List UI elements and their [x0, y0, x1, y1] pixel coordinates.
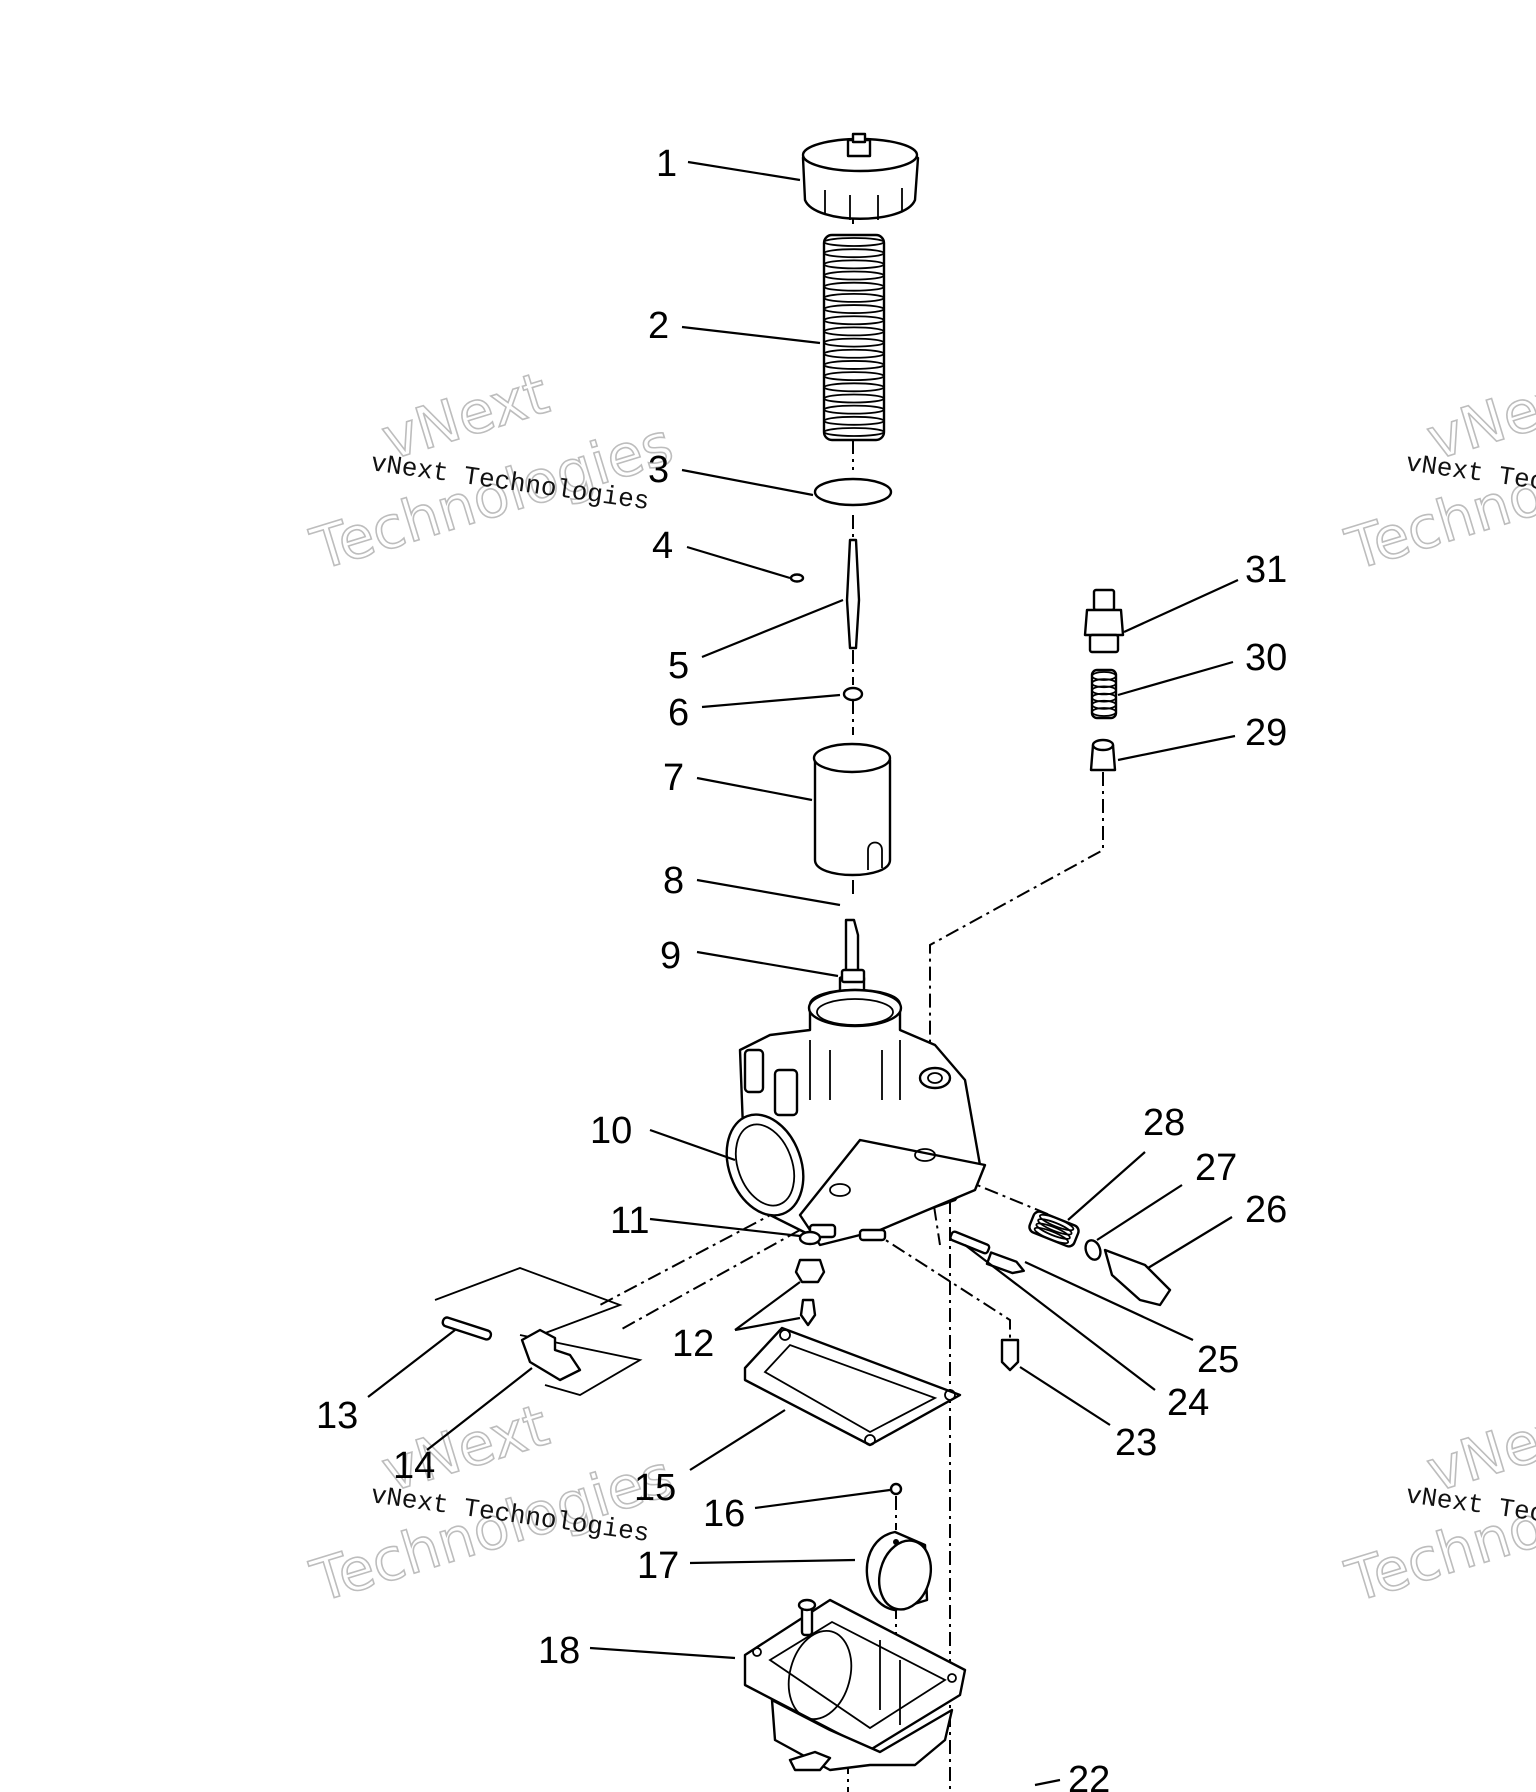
callout-9: 9	[660, 935, 681, 977]
part-10-carburetor-body[interactable]	[713, 988, 987, 1247]
spring-coil	[1038, 1213, 1075, 1232]
part-7-throttle-slide[interactable]	[812, 742, 892, 877]
leader-lines	[367, 160, 1239, 1787]
part-11-washer[interactable]	[798, 1230, 822, 1246]
part-31-fitting[interactable]	[1083, 588, 1125, 654]
callout-28: 28	[1143, 1102, 1185, 1144]
callout-3: 3	[648, 449, 669, 491]
part-3-retainer[interactable]	[813, 477, 893, 507]
part-9-main-jet[interactable]	[840, 968, 866, 984]
spring-coil	[1091, 707, 1117, 717]
callout-5: 5	[668, 645, 689, 687]
spring-coil	[823, 371, 885, 382]
part-30-spring[interactable]	[1090, 668, 1118, 720]
callout-30: 30	[1245, 637, 1287, 679]
spring-coil	[823, 337, 885, 348]
part-25-screw-tip[interactable]	[985, 1251, 1026, 1277]
callout-8: 8	[663, 860, 684, 902]
part-4-clip[interactable]	[789, 573, 805, 583]
callout-31: 31	[1245, 549, 1287, 591]
part-6-washer[interactable]	[842, 686, 864, 702]
callout-18: 18	[538, 1630, 580, 1672]
part-17-float[interactable]	[865, 1530, 938, 1615]
part-13-float-pin[interactable]	[434, 1267, 623, 1341]
callout-17: 17	[637, 1545, 679, 1587]
spring-coil	[823, 427, 885, 437]
spring-coil	[823, 404, 885, 415]
part-29-plunger[interactable]	[1089, 738, 1117, 772]
spring-coil	[823, 382, 885, 393]
callout-23: 23	[1115, 1422, 1157, 1464]
callout-27: 27	[1195, 1147, 1237, 1189]
spring-coil	[1037, 1218, 1073, 1236]
spring-coil	[823, 237, 885, 247]
watermark-bottom-right: vNext Technologies vNext Technologies	[1337, 1390, 1536, 1616]
callout-24: 24	[1167, 1382, 1209, 1424]
spring-coil	[823, 326, 885, 337]
callout-6: 6	[668, 692, 689, 734]
spring-coil	[823, 415, 885, 426]
part-16-ball[interactable]	[889, 1482, 903, 1496]
part-24-pilot-screw[interactable]	[949, 1230, 991, 1255]
callout-11: 11	[610, 1200, 649, 1242]
part-2-spring[interactable]	[822, 233, 886, 442]
callout-25: 25	[1197, 1339, 1239, 1381]
spring-coil	[823, 270, 885, 281]
part-5-jet-needle[interactable]	[845, 538, 861, 650]
watermark-top-right: vNext Technologies vNext Technologies	[1337, 358, 1536, 584]
part-23-drain-screw[interactable]	[1000, 1338, 1020, 1372]
part-12-float-valve[interactable]	[794, 1258, 826, 1327]
part-28-spring[interactable]	[1028, 1210, 1081, 1248]
spring-coil	[823, 348, 885, 359]
callout-4: 4	[652, 525, 673, 567]
callout-14: 14	[393, 1445, 435, 1487]
part-26-idle-screw[interactable]	[1103, 1248, 1172, 1307]
watermark-bottom-left: vNext Technologies vNext Technologies	[302, 1390, 681, 1616]
callout-15: 15	[634, 1467, 676, 1509]
spring-coil	[823, 304, 885, 314]
spring-coil	[823, 292, 885, 303]
spring-coil	[823, 248, 885, 259]
callout-10: 10	[590, 1110, 632, 1152]
spring-coil	[1035, 1222, 1071, 1240]
callout-22: 22	[1068, 1759, 1110, 1792]
watermark-top-left: vNext Technologies vNext Technologies	[302, 358, 681, 584]
callout-26: 26	[1245, 1189, 1287, 1231]
callout-29: 29	[1245, 712, 1287, 754]
callout-16: 16	[703, 1493, 745, 1535]
callout-12: 12	[672, 1323, 714, 1365]
part-27-washer[interactable]	[1083, 1238, 1103, 1262]
part-14-float-arm[interactable]	[519, 1328, 643, 1396]
spring-coil	[823, 281, 885, 292]
spring-coil	[823, 259, 885, 270]
spring-coil	[823, 360, 885, 370]
spring-coil	[823, 393, 885, 404]
callout-1: 1	[656, 143, 677, 185]
part-1-cap[interactable]	[801, 132, 920, 220]
spring-coil	[823, 315, 885, 326]
part-15-gasket[interactable]	[743, 1326, 962, 1447]
callout-7: 7	[663, 757, 684, 799]
spring-coil	[1033, 1226, 1070, 1245]
callout-2: 2	[648, 305, 669, 347]
callout-labels: 1 2 3 4 5 6 7 8 9 10 11 12 13 14 15 16 1…	[316, 143, 1287, 1792]
part-18-float-bowl[interactable]	[743, 1598, 967, 1772]
callout-13: 13	[316, 1395, 358, 1437]
